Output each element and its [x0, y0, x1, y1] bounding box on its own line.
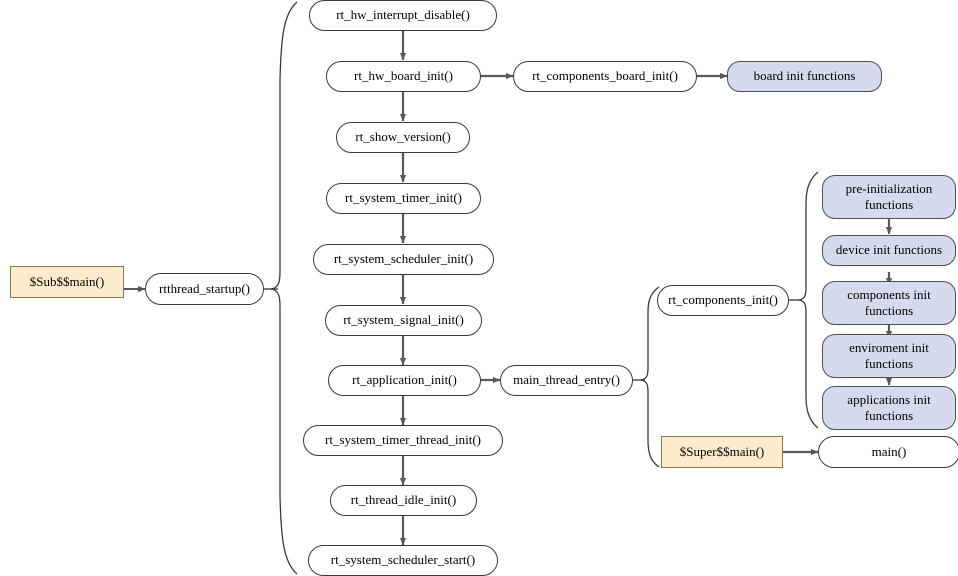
node-main-thread-entry[interactable]: main_thread_entry()	[500, 365, 633, 396]
node-components-init-functions[interactable]: components init functions	[822, 281, 956, 325]
node-pre-initialization-functions[interactable]: pre-initialization functions	[822, 175, 956, 219]
node-enviroment-init-functions[interactable]: enviroment init functions	[822, 334, 956, 378]
node-rt-hw-board-init[interactable]: rt_hw_board_init()	[326, 61, 481, 92]
node-applications-init-functions[interactable]: applications init functions	[822, 386, 956, 430]
node-rt-system-timer-init[interactable]: rt_system_timer_init()	[326, 183, 481, 214]
node-rt-components-board-init[interactable]: rt_components_board_init()	[513, 61, 697, 92]
node-sub-main[interactable]: $Sub$$main()	[10, 266, 124, 298]
node-rt-system-signal-init[interactable]: rt_system_signal_init()	[325, 305, 482, 336]
node-device-init-functions[interactable]: device init functions	[822, 235, 956, 266]
node-rt-system-scheduler-init[interactable]: rt_system_scheduler_init()	[313, 244, 494, 275]
node-rt-components-init[interactable]: rt_components_init()	[657, 285, 789, 316]
node-rt-system-scheduler-start[interactable]: rt_system_scheduler_start()	[308, 545, 498, 576]
node-rt-hw-interrupt-disable[interactable]: rt_hw_interrupt_disable()	[309, 0, 497, 31]
node-board-init-functions[interactable]: board init functions	[727, 61, 882, 92]
node-rt-system-timer-thread-init[interactable]: rt_system_timer_thread_init()	[303, 425, 503, 456]
node-rt-thread-idle-init[interactable]: rt_thread_idle_init()	[330, 485, 477, 516]
node-rtthread-startup[interactable]: rtthread_startup()	[145, 273, 264, 305]
node-rt-application-init[interactable]: rt_application_init()	[328, 365, 481, 396]
node-main[interactable]: main()	[818, 436, 958, 468]
node-super-main[interactable]: $Super$$main()	[661, 436, 783, 468]
node-rt-show-version[interactable]: rt_show_version()	[336, 122, 470, 153]
